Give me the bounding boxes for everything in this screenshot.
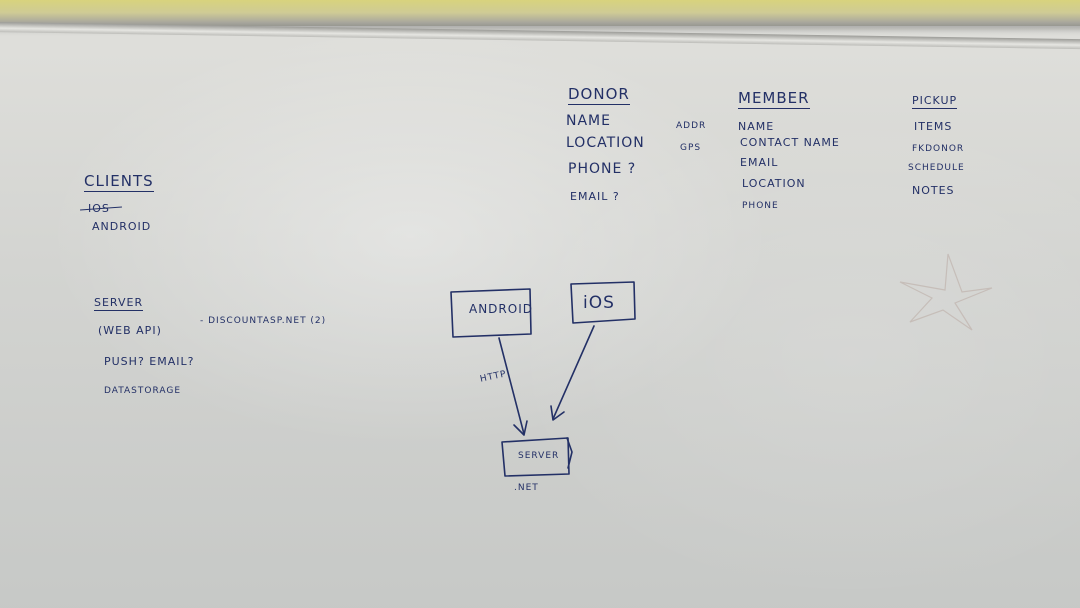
server-line-webapi: (WEB API) <box>98 324 162 337</box>
pickup-heading: PICKUP <box>912 94 958 109</box>
donor-field-name: NAME <box>566 113 611 129</box>
android-box-label: ANDROID <box>469 302 533 316</box>
server-box-accent <box>566 437 573 469</box>
pickup-field-fkdonor: FKDONOR <box>912 144 965 154</box>
server-line-datastorage: DATASTORAGE <box>104 386 182 396</box>
ios-box-outline <box>570 281 636 324</box>
clients-item-ios: IOS <box>88 202 110 215</box>
server-heading: SERVER <box>94 296 144 311</box>
member-field-email: EMAIL <box>740 156 779 169</box>
member-field-contact-name: CONTACT NAME <box>740 136 840 149</box>
donor-field-email: EMAIL ? <box>570 190 620 203</box>
whiteboard-top-frame <box>0 0 1080 28</box>
arrow-android-to-server <box>498 337 525 435</box>
android-box-outline <box>450 288 532 338</box>
faint-star-sketch <box>899 253 993 331</box>
arrow-ios-to-server <box>552 325 595 420</box>
pickup-field-schedule: SCHEDULE <box>908 163 965 173</box>
pickup-field-notes: NOTES <box>912 184 955 197</box>
server-box-outline <box>501 437 570 477</box>
pickup-field-items: ITEMS <box>914 120 953 133</box>
arrowhead-android <box>513 420 528 436</box>
member-heading: MEMBER <box>738 89 810 109</box>
donor-location-addr: ADDR <box>676 121 707 131</box>
member-field-name: NAME <box>738 120 775 133</box>
member-field-phone: PHONE <box>742 201 779 211</box>
arrowhead-ios <box>550 405 565 421</box>
clients-heading: CLIENTS <box>84 172 154 192</box>
donor-location-gps: GPS <box>680 143 702 153</box>
net-label: .NET <box>514 483 539 493</box>
clients-item-android: ANDROID <box>92 220 152 233</box>
member-field-location: LOCATION <box>742 177 806 190</box>
whiteboard-surface <box>0 26 1080 608</box>
server-line-discountasp: - DISCOUNTASP.NET (2) <box>200 316 327 326</box>
server-box-label: SERVER <box>518 451 560 461</box>
donor-field-phone: PHONE ? <box>568 161 637 177</box>
server-line-push-email: PUSH? EMAIL? <box>104 355 195 368</box>
ios-box-label: iOS <box>583 293 615 313</box>
donor-field-location: LOCATION <box>566 135 645 151</box>
donor-heading: DONOR <box>568 85 630 105</box>
